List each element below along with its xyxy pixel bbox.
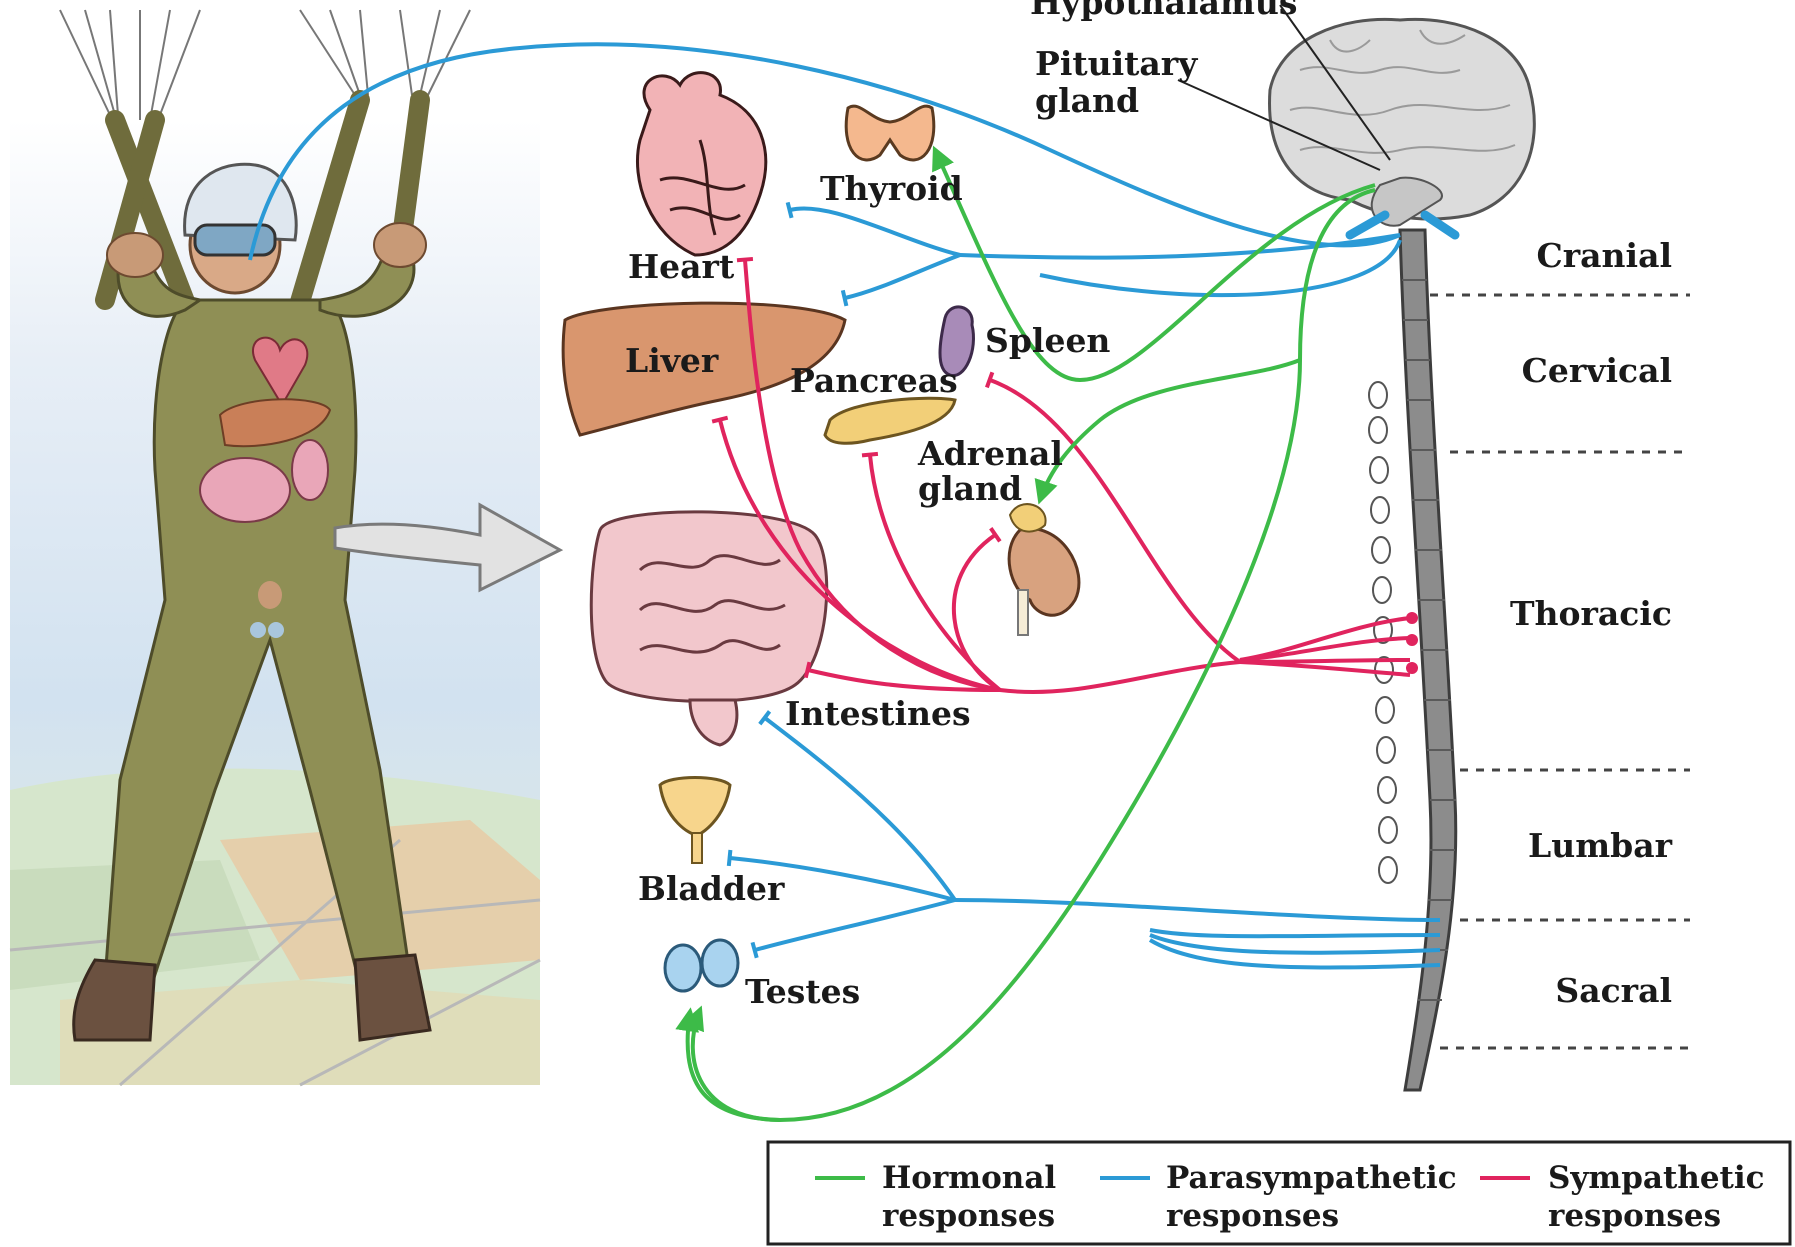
- testis-organ: [702, 940, 738, 986]
- body-testis: [268, 622, 284, 638]
- label-spleen: Spleen: [985, 321, 1110, 360]
- legend-parasympathetic-line2: responses: [1166, 1198, 1339, 1234]
- rectum: [690, 700, 737, 745]
- body-testis: [250, 622, 266, 638]
- region-thoracic: Thoracic: [1510, 594, 1672, 633]
- parachute-cords: [60, 10, 470, 120]
- body-bladder: [258, 581, 282, 609]
- label-pituitary-line2: gland: [1035, 81, 1139, 120]
- region-lumbar: Lumbar: [1528, 826, 1673, 865]
- legend-hormonal-line2: responses: [882, 1198, 1055, 1234]
- parasympathetic-branch: [1040, 240, 1400, 295]
- region-cranial: Cranial: [1537, 236, 1672, 275]
- brain-spine: [1178, 5, 1534, 1090]
- legend-sympathetic-line2: responses: [1548, 1198, 1721, 1234]
- goggles: [195, 225, 275, 255]
- sympathetic-intestines: [808, 670, 1000, 690]
- legend-hormonal-line1: Hormonal: [882, 1160, 1056, 1196]
- label-hypothalamus: Hypothalamus: [1030, 0, 1297, 22]
- parasympathetic-sacral: [955, 900, 1440, 920]
- label-adrenal-line2: gland: [918, 469, 1022, 508]
- label-thyroid: Thyroid: [820, 169, 963, 208]
- parasympathetic-heart: [790, 208, 960, 255]
- parasympathetic-testes: [755, 900, 955, 950]
- hormonal-testes-2: [688, 1012, 780, 1120]
- heart-organ: [637, 73, 765, 255]
- label-testes: Testes: [745, 972, 860, 1011]
- region-dividers: [1430, 295, 1690, 1048]
- spinal-region-labels: Cranial Cervical Thoracic Lumbar Sacral: [1510, 236, 1673, 1010]
- region-sacral: Sacral: [1555, 971, 1672, 1010]
- right-boot: [355, 955, 430, 1040]
- parasympathetic-liver: [845, 255, 960, 298]
- left-hand: [107, 233, 163, 277]
- intestines-organ: [591, 512, 826, 702]
- adrenal-organ: [1010, 504, 1046, 531]
- sympathetic-chain: [1369, 382, 1397, 883]
- label-pancreas: Pancreas: [790, 361, 958, 400]
- label-intestines: Intestines: [785, 694, 971, 733]
- label-bladder: Bladder: [638, 869, 785, 908]
- label-pituitary-line1: Pituitary: [1035, 44, 1198, 83]
- label-liver: Liver: [625, 341, 719, 380]
- right-hand: [374, 223, 426, 267]
- parasympathetic-intestines: [765, 718, 955, 900]
- sympathetic-ganglia-dots: [1406, 612, 1418, 674]
- body-colon: [292, 440, 328, 500]
- legend-parasympathetic-line1: Parasympathetic: [1166, 1160, 1457, 1196]
- thyroid-organ: [846, 106, 934, 160]
- bladder-organ: [660, 778, 730, 836]
- legend: Hormonal responses Parasympathetic respo…: [768, 1142, 1790, 1244]
- region-cervical: Cervical: [1522, 351, 1672, 390]
- ureter: [1018, 590, 1028, 635]
- label-heart: Heart: [628, 247, 735, 286]
- legend-sympathetic-line1: Sympathetic: [1548, 1160, 1765, 1196]
- parasympathetic-sacral-2: [1150, 930, 1440, 936]
- testis-organ: [665, 945, 701, 991]
- parasympathetic-main: [960, 235, 1400, 258]
- label-adrenal-line1: Adrenal: [917, 434, 1063, 473]
- body-intestines: [200, 458, 290, 522]
- urethra: [692, 833, 702, 863]
